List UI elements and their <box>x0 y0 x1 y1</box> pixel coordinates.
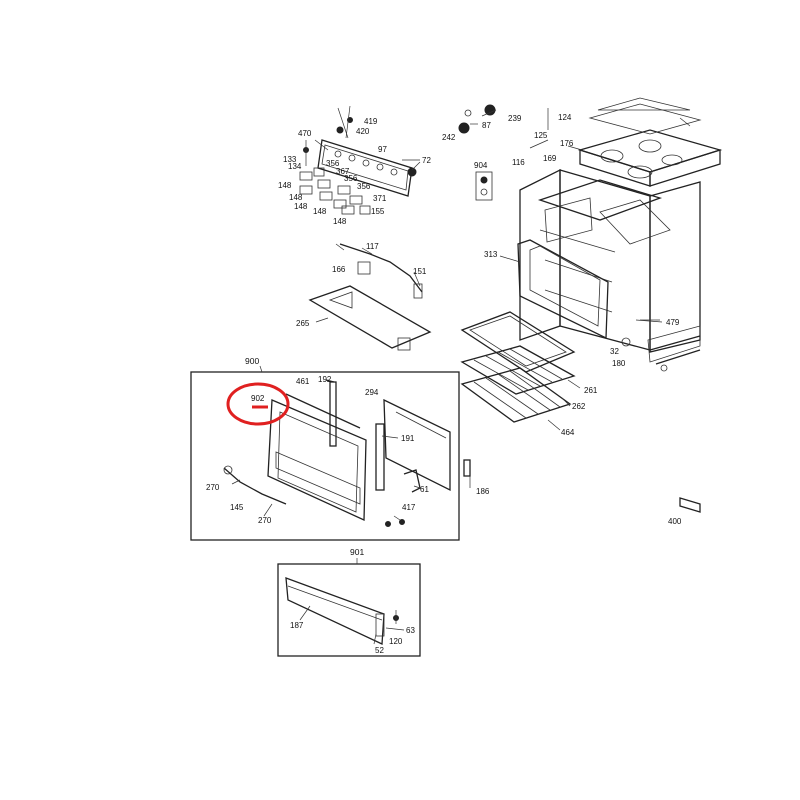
label-87: 87 <box>482 121 491 130</box>
label-166: 166 <box>332 265 346 274</box>
label-151: 151 <box>413 267 427 276</box>
label-356-c: 356 <box>357 182 371 191</box>
label-117: 117 <box>366 242 379 251</box>
label-148-d: 148 <box>313 207 327 216</box>
control-panel-assembly <box>299 105 421 215</box>
label-261: 261 <box>584 386 598 395</box>
label-464: 464 <box>561 428 575 437</box>
label-180: 180 <box>612 359 626 368</box>
label-116: 116 <box>512 158 525 167</box>
label-148-c: 148 <box>294 202 308 211</box>
label-470: 470 <box>298 129 312 138</box>
label-242: 242 <box>442 133 456 142</box>
label-186: 186 <box>476 487 490 496</box>
label-192: 192 <box>318 375 332 384</box>
label-97: 97 <box>378 145 387 154</box>
label-32: 32 <box>610 347 619 356</box>
label-270-b: 270 <box>258 516 272 525</box>
label-371: 371 <box>373 194 387 203</box>
label-417: 417 <box>402 503 416 512</box>
broil-pan <box>460 311 576 373</box>
wiring-harness <box>335 243 423 299</box>
label-479: 479 <box>666 318 680 327</box>
label-239: 239 <box>508 114 522 123</box>
label-63: 63 <box>406 626 415 635</box>
label-191: 191 <box>401 434 415 443</box>
label-124: 124 <box>558 113 572 122</box>
leader-lines <box>231 109 663 645</box>
label-902: 902 <box>251 394 265 403</box>
label-187: 187 <box>290 621 304 630</box>
cooktop-assembly <box>458 97 723 187</box>
label-262: 262 <box>572 402 586 411</box>
trim-pieces <box>649 335 701 513</box>
label-420: 420 <box>356 127 370 136</box>
door-assembly-box <box>190 371 460 541</box>
drawer-assembly <box>285 577 399 645</box>
oven-rack-lower <box>460 367 572 423</box>
oven-body <box>475 168 701 363</box>
label-265: 265 <box>296 319 310 328</box>
label-61: 61 <box>420 485 429 494</box>
label-155: 155 <box>371 207 385 216</box>
door-assembly <box>223 379 471 527</box>
label-125: 125 <box>534 131 548 140</box>
label-148-a: 148 <box>278 181 292 190</box>
part-labels: 419 420 470 97 72 133 134 356 367 356 35… <box>206 113 682 655</box>
label-313: 313 <box>484 250 498 259</box>
label-270-a: 270 <box>206 483 220 492</box>
label-461: 461 <box>296 377 310 386</box>
label-148-b: 148 <box>289 193 303 202</box>
drawer-assembly-box <box>277 563 421 657</box>
label-400: 400 <box>668 517 682 526</box>
label-120: 120 <box>389 637 403 646</box>
label-169: 169 <box>543 154 557 163</box>
label-72: 72 <box>422 156 431 165</box>
label-133: 133 <box>283 155 297 164</box>
label-419: 419 <box>364 117 378 126</box>
label-294: 294 <box>365 388 379 397</box>
label-52: 52 <box>375 646 384 655</box>
oven-rack-upper <box>460 345 576 395</box>
label-356-b: 356 <box>344 174 358 183</box>
highlight-circle <box>226 382 290 426</box>
label-901: 901 <box>350 547 364 557</box>
label-367: 367 <box>336 167 350 176</box>
label-900: 900 <box>245 356 259 366</box>
label-356-a: 356 <box>326 159 340 168</box>
shield-plate <box>308 285 432 351</box>
label-134: 134 <box>288 162 302 171</box>
label-148-e: 148 <box>333 217 347 226</box>
label-145: 145 <box>230 503 244 512</box>
label-176: 176 <box>560 139 574 148</box>
label-904: 904 <box>474 161 488 170</box>
